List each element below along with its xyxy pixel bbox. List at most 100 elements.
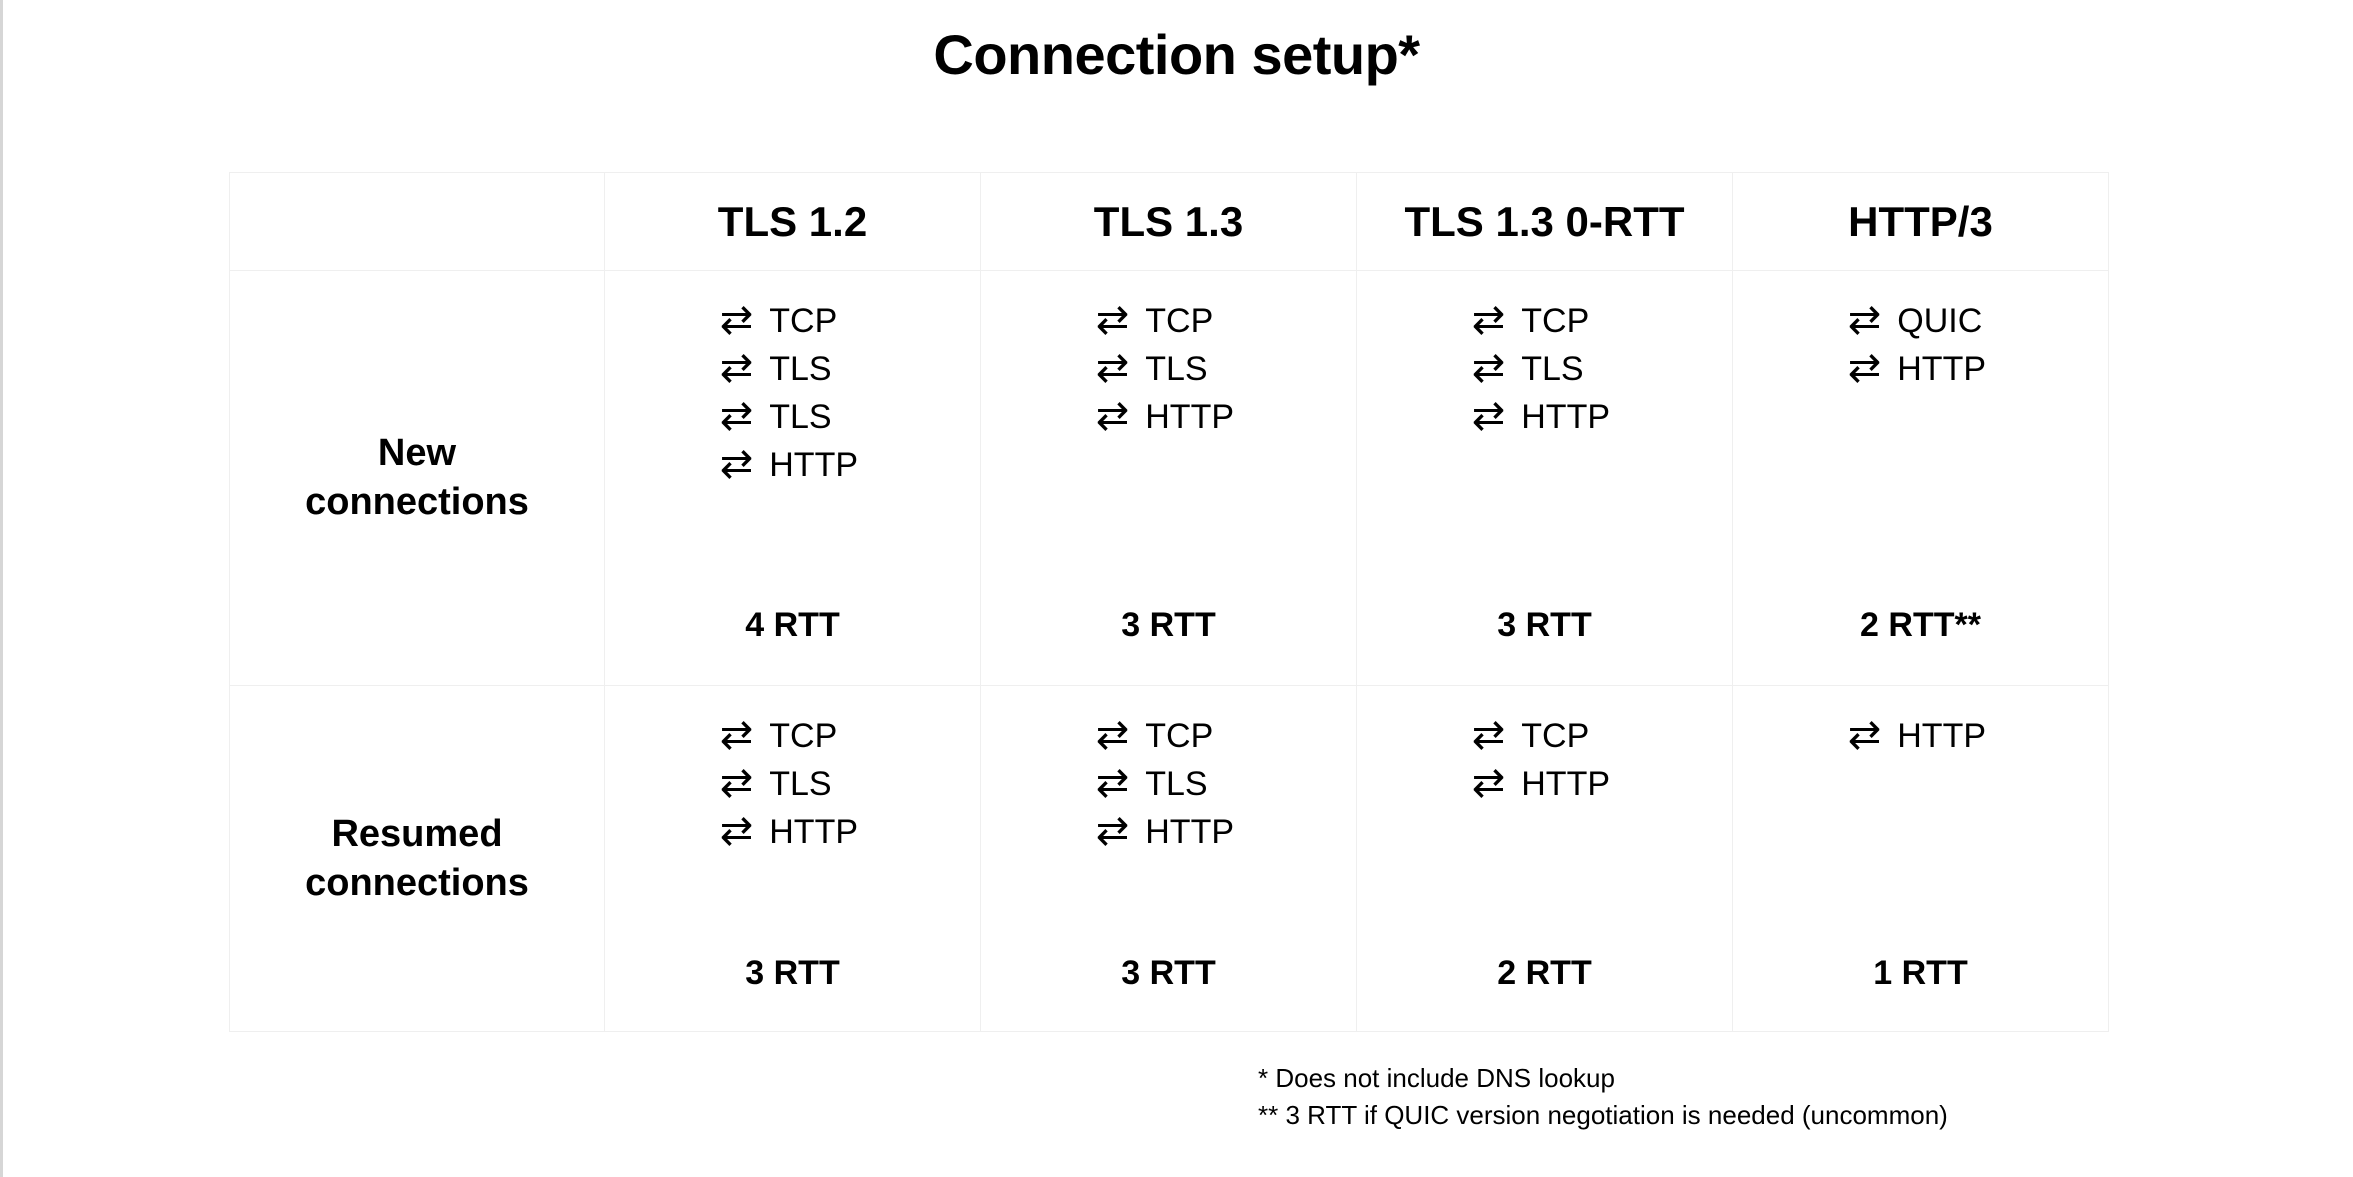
row-header-line1: New — [377, 432, 457, 475]
rtt-total: 4 RTT — [745, 606, 840, 644]
round-trip-arrow-icon: ⇄ — [719, 394, 754, 438]
step-list-resumed-tls13-0rtt: ⇄ TCP ⇄ HTTP 2 RTT — [1357, 686, 1732, 1031]
step-list-resumed-http3: ⇄ HTTP 1 RTT — [1733, 686, 2108, 1031]
step-label: HTTP — [1145, 813, 1235, 851]
step-item: ⇄ TLS — [720, 345, 866, 393]
row-header-new-connections: New connections — [229, 270, 605, 686]
step-label: TCP — [1145, 717, 1214, 755]
step-item: ⇄ TCP — [720, 712, 866, 760]
footnotes: * Does not include DNS lookup ** 3 RTT i… — [1258, 1060, 1948, 1134]
table-corner-cell — [229, 172, 605, 271]
cell-resumed-tls12: ⇄ TCP ⇄ TLS ⇄ HTTP 3 RTT — [604, 685, 981, 1032]
row-header-resumed-connections: Resumed connections — [229, 685, 605, 1032]
step-label: TLS — [1145, 765, 1208, 803]
step-label: TCP — [769, 302, 838, 340]
column-header-tls12: TLS 1.2 — [604, 172, 981, 271]
round-trip-arrow-icon: ⇄ — [1095, 346, 1130, 390]
step-label: TLS — [769, 350, 832, 388]
round-trip-arrow-icon: ⇄ — [719, 298, 754, 342]
round-trip-arrow-icon: ⇄ — [1847, 713, 1882, 757]
step-item: ⇄ TLS — [1096, 760, 1242, 808]
cell-new-http3: ⇄ QUIC ⇄ HTTP 2 RTT** — [1732, 270, 2109, 686]
step-item: ⇄ HTTP — [1848, 712, 1994, 760]
round-trip-arrow-icon: ⇄ — [1471, 298, 1506, 342]
step-label: TLS — [769, 398, 832, 436]
round-trip-arrow-icon: ⇄ — [719, 442, 754, 486]
table-row-new-connections: New connections ⇄ TCP ⇄ TLS — [229, 270, 2109, 686]
cell-resumed-tls13-0rtt: ⇄ TCP ⇄ HTTP 2 RTT — [1356, 685, 1733, 1032]
step-item: ⇄ TCP — [1096, 712, 1242, 760]
rtt-total: 1 RTT — [1873, 954, 1968, 992]
round-trip-arrow-icon: ⇄ — [719, 809, 754, 853]
round-trip-arrow-icon: ⇄ — [1471, 346, 1506, 390]
connection-setup-table-wrapper: TLS 1.2 TLS 1.3 TLS 1.3 0-RTT HTTP/3 New… — [229, 172, 2109, 1032]
step-label: HTTP — [1897, 717, 1987, 755]
round-trip-arrow-icon: ⇄ — [719, 346, 754, 390]
step-item: ⇄ TCP — [1096, 297, 1242, 345]
round-trip-arrow-icon: ⇄ — [719, 713, 754, 757]
step-item: ⇄ TCP — [1472, 712, 1618, 760]
cell-new-tls12: ⇄ TCP ⇄ TLS ⇄ TLS — [604, 270, 981, 686]
connection-setup-table: TLS 1.2 TLS 1.3 TLS 1.3 0-RTT HTTP/3 New… — [229, 172, 2109, 1032]
step-list-new-http3: ⇄ QUIC ⇄ HTTP 2 RTT** — [1733, 271, 2108, 685]
rtt-total: 2 RTT — [1497, 954, 1592, 992]
step-item: ⇄ TLS — [1472, 345, 1618, 393]
step-label: HTTP — [1521, 398, 1611, 436]
page-title: Connection setup* — [933, 23, 1420, 86]
step-item: ⇄ TCP — [720, 297, 866, 345]
step-label: QUIC — [1897, 302, 1983, 340]
cell-new-tls13: ⇄ TCP ⇄ TLS ⇄ HTTP 3 RTT — [980, 270, 1357, 686]
step-label: HTTP — [1897, 350, 1987, 388]
round-trip-arrow-icon: ⇄ — [1095, 809, 1130, 853]
step-label: TLS — [769, 765, 832, 803]
page-left-edge-line — [0, 0, 3, 1177]
step-label: TCP — [1145, 302, 1214, 340]
cell-resumed-tls13: ⇄ TCP ⇄ TLS ⇄ HTTP 3 RTT — [980, 685, 1357, 1032]
step-label: TLS — [1145, 350, 1208, 388]
round-trip-arrow-icon: ⇄ — [1471, 761, 1506, 805]
cell-new-tls13-0rtt: ⇄ TCP ⇄ TLS ⇄ HTTP 3 RTT — [1356, 270, 1733, 686]
rtt-total: 3 RTT — [1121, 954, 1216, 992]
step-list-new-tls12: ⇄ TCP ⇄ TLS ⇄ TLS — [605, 271, 980, 685]
footnote-dns: * Does not include DNS lookup — [1258, 1063, 1615, 1093]
step-item: ⇄ TCP — [1472, 297, 1618, 345]
cell-resumed-http3: ⇄ HTTP 1 RTT — [1732, 685, 2109, 1032]
step-item: ⇄ HTTP — [1472, 760, 1618, 808]
round-trip-arrow-icon: ⇄ — [1471, 713, 1506, 757]
step-item: ⇄ TLS — [720, 393, 866, 441]
step-label: HTTP — [1521, 765, 1611, 803]
round-trip-arrow-icon: ⇄ — [1095, 713, 1130, 757]
step-item: ⇄ HTTP — [1472, 393, 1618, 441]
column-header-tls13: TLS 1.3 — [980, 172, 1357, 271]
column-header-http3: HTTP/3 — [1732, 172, 2109, 271]
step-list-new-tls13: ⇄ TCP ⇄ TLS ⇄ HTTP 3 RTT — [981, 271, 1356, 685]
step-item: ⇄ TLS — [720, 760, 866, 808]
step-label: HTTP — [769, 813, 859, 851]
rtt-total: 3 RTT — [745, 954, 840, 992]
step-item: ⇄ HTTP — [1096, 393, 1242, 441]
step-item: ⇄ HTTP — [1096, 808, 1242, 856]
table-row-resumed-connections: Resumed connections ⇄ TCP ⇄ TLS — [229, 685, 2109, 1032]
step-list-resumed-tls12: ⇄ TCP ⇄ TLS ⇄ HTTP 3 RTT — [605, 686, 980, 1031]
rtt-total: 3 RTT — [1497, 606, 1592, 644]
row-header-line2: connections — [305, 861, 529, 904]
column-header-tls13-0rtt: TLS 1.3 0-RTT — [1356, 172, 1733, 271]
row-header-line1: Resumed — [331, 812, 503, 855]
round-trip-arrow-icon: ⇄ — [1095, 761, 1130, 805]
step-label: TCP — [1521, 302, 1590, 340]
step-label: TCP — [769, 717, 838, 755]
step-label: TCP — [1521, 717, 1590, 755]
round-trip-arrow-icon: ⇄ — [719, 761, 754, 805]
step-item: ⇄ QUIC — [1848, 297, 1994, 345]
rtt-total: 2 RTT** — [1860, 606, 1981, 644]
step-label: HTTP — [769, 446, 859, 484]
round-trip-arrow-icon: ⇄ — [1847, 346, 1882, 390]
step-list-new-tls13-0rtt: ⇄ TCP ⇄ TLS ⇄ HTTP 3 RTT — [1357, 271, 1732, 685]
row-header-line2: connections — [305, 481, 529, 523]
step-item: ⇄ TLS — [1096, 345, 1242, 393]
footnote-quic-version-negotiation: ** 3 RTT if QUIC version negotiation is … — [1258, 1099, 1948, 1130]
rtt-total: 3 RTT — [1121, 606, 1216, 644]
step-list-resumed-tls13: ⇄ TCP ⇄ TLS ⇄ HTTP 3 RTT — [981, 686, 1356, 1031]
round-trip-arrow-icon: ⇄ — [1471, 394, 1506, 438]
